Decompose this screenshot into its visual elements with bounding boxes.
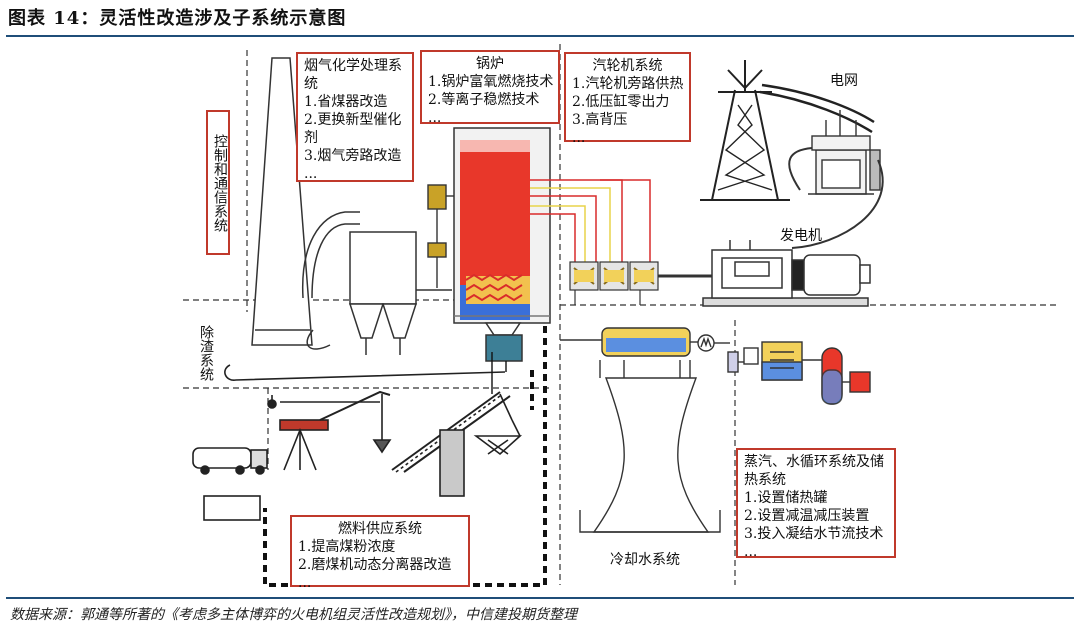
boiler-title: 锅炉 [476,56,504,72]
flue-gas-item-1: 1.省煤器改造 [304,94,388,110]
turbine-item-2: 2.低压缸零出力 [572,94,670,110]
flue-gas-system-box: 烟气化学处理系统 1.省煤器改造 2.更换新型催化剂 3.烟气旁路改造 ... [296,52,414,182]
fuel-supply-equipment [192,364,523,521]
boiler-item-2: 2.等离子稳燃技术 [428,92,540,108]
boiler-system-box: 锅炉 1.锅炉富氧燃烧技术 2.等离子稳燃技术 ... [420,50,560,126]
title-divider [6,35,1074,37]
chimney [251,57,313,346]
preheater-units [427,184,456,288]
cooling-tower [579,360,721,533]
turbine-item-4: ... [572,130,586,146]
generator-label: 发电机 [780,228,822,244]
steam-water-item-4: ... [744,544,758,560]
thermal-storage-equipment [727,341,871,405]
control-communication-label: 控制和通信系统 [206,110,230,255]
condenser [560,327,730,357]
flue-gas-item-4: ... [304,166,318,182]
fuel-item-2: 2.磨煤机动态分离器改造 [298,557,452,573]
steam-pipes [530,179,651,265]
boiler-item-1: 1.锅炉富氧燃烧技术 [428,74,554,90]
fuel-supply-box: 燃料供应系统 1.提高煤粉浓度 2.磨煤机动态分离器改造 ... [290,515,470,591]
cooling-water-label: 冷却水系统 [610,552,680,568]
fuel-supply-title: 燃料供应系统 [338,521,422,537]
turbine-system-box: 汽轮机系统 1.汽轮机旁路供热 2.低压缸零出力 3.高背压 ... [564,52,691,146]
generator [702,240,871,307]
steam-water-title: 蒸汽、水循环系统及储热系统 [744,454,884,488]
figure-title: 图表 14：灵活性改造涉及子系统示意图 [8,8,347,29]
flue-gas-system-title: 烟气化学处理系统 [304,58,402,92]
fuel-item-1: 1.提高煤粉浓度 [298,539,396,555]
steam-water-item-1: 1.设置储热罐 [744,490,828,506]
turbine-title: 汽轮机系统 [592,58,663,74]
dust-collector [301,211,452,355]
steam-water-item-2: 2.设置减温减压装置 [744,508,870,524]
boiler-item-3: ... [428,110,442,126]
data-source-note: 数据来源：郭通等所著的《考虑多主体博弈的火电机组灵活性改造规划》，中信建投期货整… [10,607,577,623]
boiler [453,127,551,362]
transformer [788,110,884,249]
slag-system-label: 除渣系统 [198,325,214,381]
fuel-item-3: ... [298,575,312,591]
flue-gas-item-3: 3.烟气旁路改造 [304,148,402,164]
turbine-item-3: 3.高背压 [572,112,628,128]
turbine-sets [569,261,712,305]
steam-water-item-3: 3.投入凝结水节流技术 [744,526,884,542]
grid-label: 电网 [830,73,858,89]
footer-divider [6,597,1074,599]
transmission-tower [700,60,875,201]
flue-gas-item-2: 2.更换新型催化剂 [304,112,402,146]
turbine-item-1: 1.汽轮机旁路供热 [572,76,684,92]
steam-water-storage-box: 蒸汽、水循环系统及储热系统 1.设置储热罐 2.设置减温减压装置 3.投入凝结水… [736,448,896,560]
